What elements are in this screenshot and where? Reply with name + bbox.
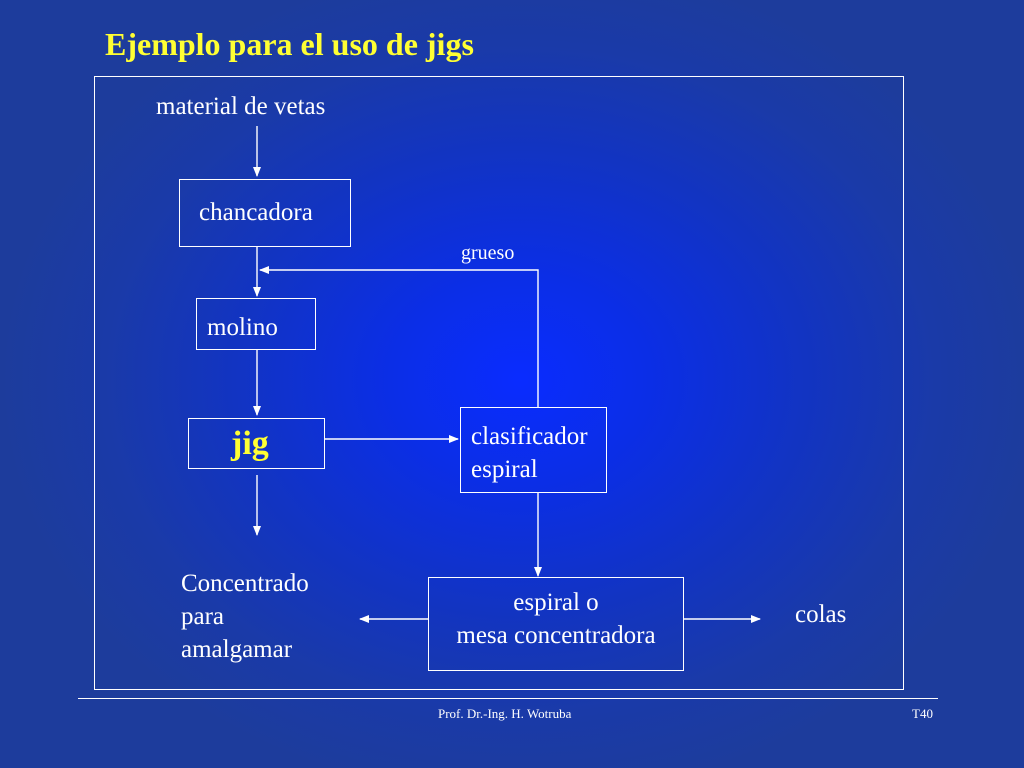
jig-label: jig xyxy=(231,425,269,462)
concentrate-line-3: amalgamar xyxy=(181,636,293,663)
footer-slide-number: T40 xyxy=(912,706,933,721)
crusher-label: chancadora xyxy=(199,199,313,226)
arrow-coarse-return xyxy=(259,266,539,407)
spiral-table-line-1: espiral o xyxy=(513,589,599,616)
feed-label: material de vetas xyxy=(156,93,326,120)
diagram-frame xyxy=(94,76,904,690)
classifier-line-2: espiral xyxy=(471,456,538,483)
concentrate-line-2: para xyxy=(181,603,225,630)
footer-divider xyxy=(78,698,938,699)
coarse-label: grueso xyxy=(461,242,515,264)
mill-box: molino xyxy=(196,298,316,350)
spiral-table-box: espiral o mesa concentradora xyxy=(428,577,684,671)
classifier-box: clasificador espiral xyxy=(460,407,607,493)
spiral-table-line-2: mesa concentradora xyxy=(456,622,656,649)
tailings-label: colas xyxy=(795,601,847,628)
concentrate-line-1: Concentrado xyxy=(181,570,309,597)
concentrate-label: Concentrado para amalgamar xyxy=(181,567,309,666)
footer-author: Prof. Dr.-Ing. H. Wotruba xyxy=(438,706,572,721)
classifier-line-1: clasificador xyxy=(471,423,588,450)
mill-label: molino xyxy=(207,314,278,341)
slide-title: Ejemplo para el uso de jigs xyxy=(105,26,474,62)
jig-box: jig xyxy=(188,418,325,469)
crusher-box: chancadora xyxy=(179,179,351,247)
